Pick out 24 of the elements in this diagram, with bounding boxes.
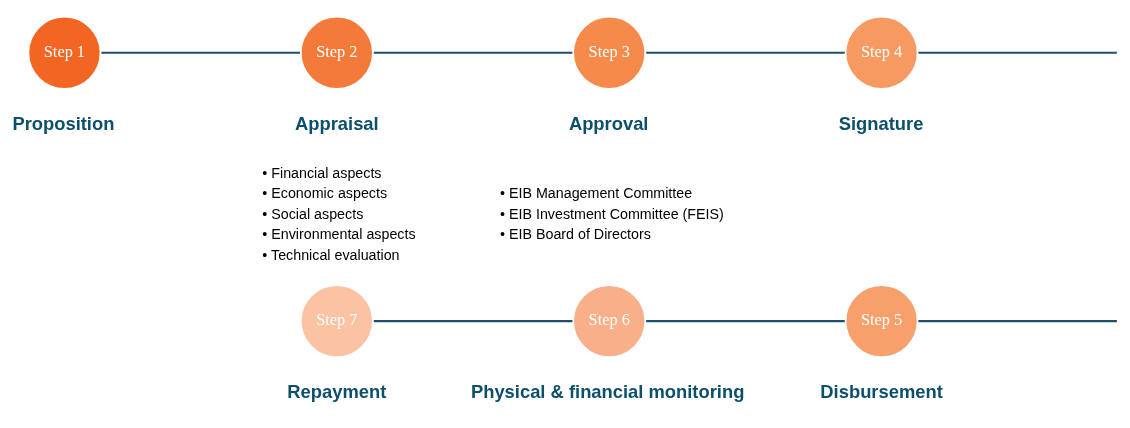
connector xyxy=(646,51,845,54)
node-label: Repayment xyxy=(287,380,387,402)
node-label: • Financial aspects xyxy=(262,164,382,181)
node-label: • Technical evaluation xyxy=(262,246,400,263)
connector xyxy=(918,51,1117,54)
node-label: Physical & financial monitoring xyxy=(470,380,745,402)
node-label: Signature xyxy=(838,112,924,134)
node-label: • EIB Board of Directors xyxy=(500,225,651,242)
connector xyxy=(373,51,573,54)
connector xyxy=(373,319,573,322)
node-label: • Economic aspects xyxy=(262,184,388,201)
node-circle: Step 4 xyxy=(843,14,920,91)
node-label: Disbursement xyxy=(820,380,943,402)
connector xyxy=(646,319,845,322)
node-label: • Social aspects xyxy=(262,205,364,222)
node-label: Proposition xyxy=(12,112,115,134)
node-label: • EIB Investment Committee (FEIS) xyxy=(500,205,724,222)
node-circle: Step 1 xyxy=(26,14,103,91)
connector xyxy=(101,51,301,54)
connector xyxy=(918,319,1117,322)
node-label: • Environmental aspects xyxy=(262,225,416,242)
node-label: Approval xyxy=(568,112,649,134)
node-label: • EIB Management Committee xyxy=(500,184,693,201)
node-label: Appraisal xyxy=(294,112,379,134)
